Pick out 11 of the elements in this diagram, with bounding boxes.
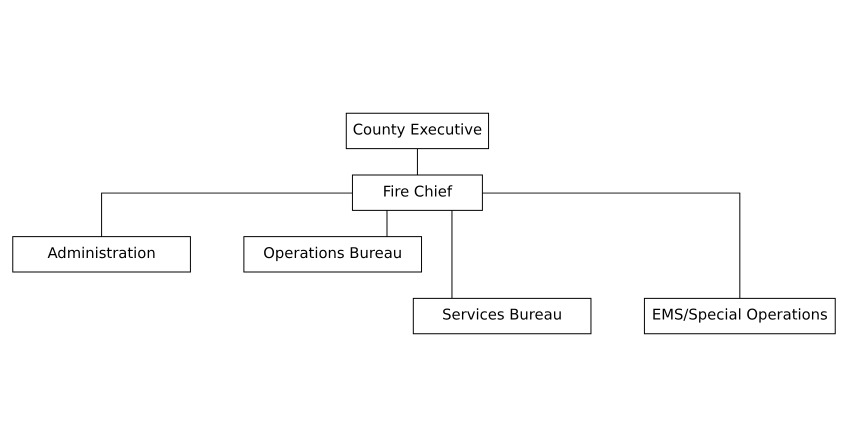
connector — [416, 148, 418, 176]
node-box: EMS/Special Operations — [644, 298, 836, 334]
connector — [101, 192, 353, 238]
connector — [482, 192, 740, 299]
connector — [386, 210, 388, 238]
node-box: County Executive — [346, 112, 490, 150]
node-box: Services Bureau — [412, 298, 592, 334]
node-box: Administration — [12, 236, 191, 273]
node-box: Fire Chief — [352, 174, 483, 211]
node-box: Operations Bureau — [243, 236, 422, 273]
connector — [451, 210, 452, 299]
